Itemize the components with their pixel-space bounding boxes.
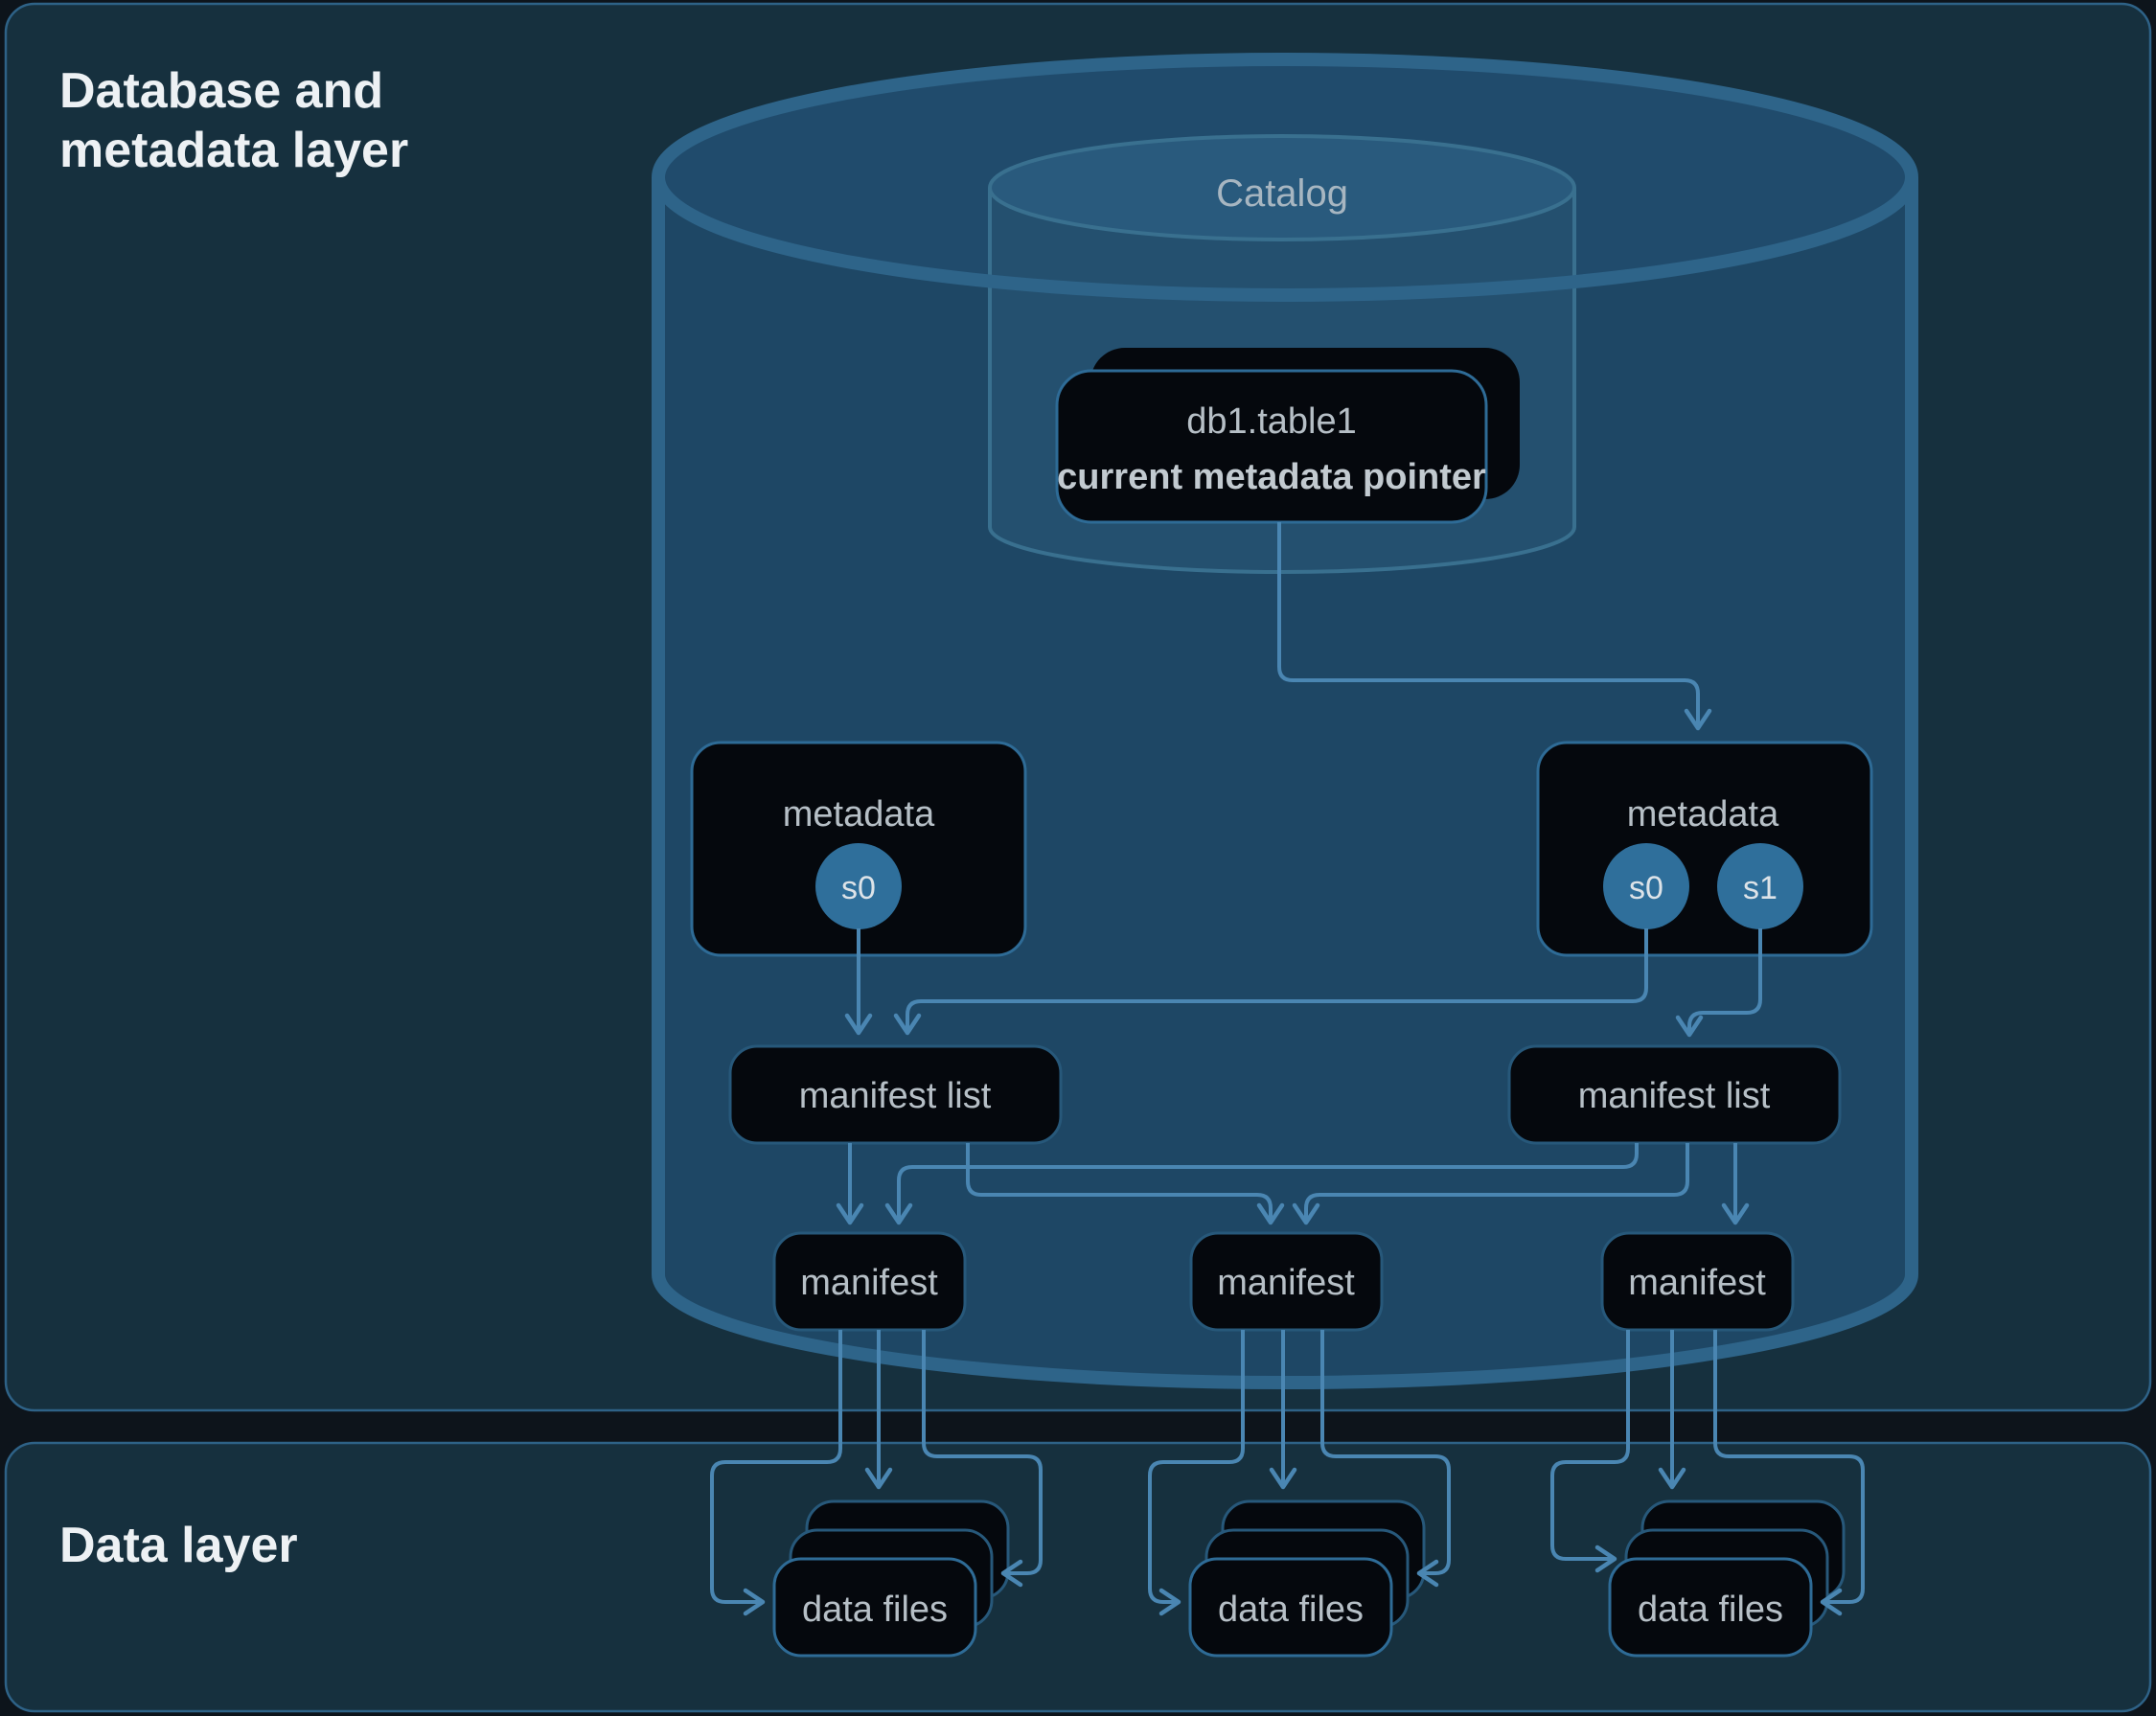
catalog-label: Catalog bbox=[1216, 172, 1348, 215]
snapshot-s0-circle-2 bbox=[1603, 843, 1689, 929]
manifest-3-box bbox=[1600, 1231, 1795, 1332]
arrow-pointer-to-metadata2 bbox=[1277, 522, 1712, 731]
data-files-stack-1: data files bbox=[772, 1499, 1010, 1658]
snapshot-s0-label-1: s0 bbox=[841, 870, 876, 906]
arrow-manifest3-to-datafiles-left bbox=[1550, 1330, 1630, 1573]
snapshot-s1-label: s1 bbox=[1743, 870, 1778, 906]
data-files-stack-2-front bbox=[1188, 1557, 1393, 1658]
table-pointer-card-front bbox=[1055, 369, 1488, 524]
metadata-layer-title-line1: Database and bbox=[59, 63, 383, 119]
connectors bbox=[710, 522, 1865, 1616]
manifest-3: manifest bbox=[1600, 1231, 1795, 1332]
arrow-manifest3-to-datafiles-right bbox=[1713, 1330, 1865, 1616]
manifest-list-2-label: manifest list bbox=[1578, 1076, 1771, 1116]
metadata-layer-title-line2: metadata layer bbox=[59, 123, 408, 178]
arrow-manifest1-to-datafiles-right bbox=[922, 1330, 1043, 1588]
data-files-stack-3: data files bbox=[1608, 1499, 1846, 1658]
data-files-stack-3-front bbox=[1608, 1557, 1813, 1658]
manifest-1-box bbox=[772, 1231, 967, 1332]
metadata-file-2: metadata s0 s1 bbox=[1536, 741, 1873, 957]
manifest-list-1-label: manifest list bbox=[799, 1076, 992, 1116]
arrow-manifestlist2-to-manifest2 bbox=[1292, 1143, 1689, 1225]
manifest-list-2: manifest list bbox=[1507, 1044, 1842, 1145]
catalog-cylinder-top bbox=[988, 134, 1576, 241]
metadata-file-2-box bbox=[1536, 741, 1873, 957]
manifest-list-1: manifest list bbox=[728, 1044, 1063, 1145]
manifest-1-label: manifest bbox=[800, 1263, 938, 1303]
arrow-manifest1-to-datafiles-left bbox=[710, 1330, 842, 1616]
manifest-list-2-box bbox=[1507, 1044, 1842, 1145]
table-name-label: db1.table1 bbox=[1186, 401, 1357, 442]
arrow-manifestlist1-to-manifest2 bbox=[966, 1143, 1285, 1225]
arrow-s1-to-manifestlist2 bbox=[1675, 928, 1762, 1038]
data-layer-title: Data layer bbox=[59, 1518, 298, 1573]
catalog-cylinder-outline bbox=[988, 188, 1576, 574]
manifest-3-label: manifest bbox=[1628, 1263, 1766, 1303]
metadata-file-1-label: metadata bbox=[783, 794, 935, 835]
data-files-1-label: data files bbox=[802, 1590, 948, 1630]
manifest-1: manifest bbox=[772, 1231, 967, 1332]
manifest-2-label: manifest bbox=[1217, 1263, 1355, 1303]
arrow-manifest2-to-datafiles-right bbox=[1320, 1330, 1451, 1588]
data-files-2-label: data files bbox=[1218, 1590, 1364, 1630]
table-pointer-card: db1.table1 current metadata pointer bbox=[1055, 348, 1520, 524]
manifest-2: manifest bbox=[1189, 1231, 1384, 1332]
snapshot-s0-label-2: s0 bbox=[1629, 870, 1663, 906]
snapshot-s0-circle-1 bbox=[815, 843, 902, 929]
snapshot-s1-circle bbox=[1717, 843, 1803, 929]
data-files-3-label: data files bbox=[1638, 1590, 1783, 1630]
manifest-list-1-box bbox=[728, 1044, 1063, 1145]
arrow-manifestlist2-to-manifest1 bbox=[884, 1143, 1639, 1225]
data-files-stack-1-front bbox=[772, 1557, 977, 1658]
data-files-stack-2: data files bbox=[1188, 1499, 1426, 1658]
manifest-2-box bbox=[1189, 1231, 1384, 1332]
arrow-s0b-to-manifestlist1 bbox=[893, 928, 1648, 1036]
arrow-manifest2-to-datafiles-left bbox=[1148, 1330, 1245, 1616]
current-metadata-pointer-label: current metadata pointer bbox=[1057, 457, 1486, 497]
metadata-file-1: metadata s0 bbox=[690, 741, 1027, 957]
metadata-file-2-label: metadata bbox=[1627, 794, 1779, 835]
